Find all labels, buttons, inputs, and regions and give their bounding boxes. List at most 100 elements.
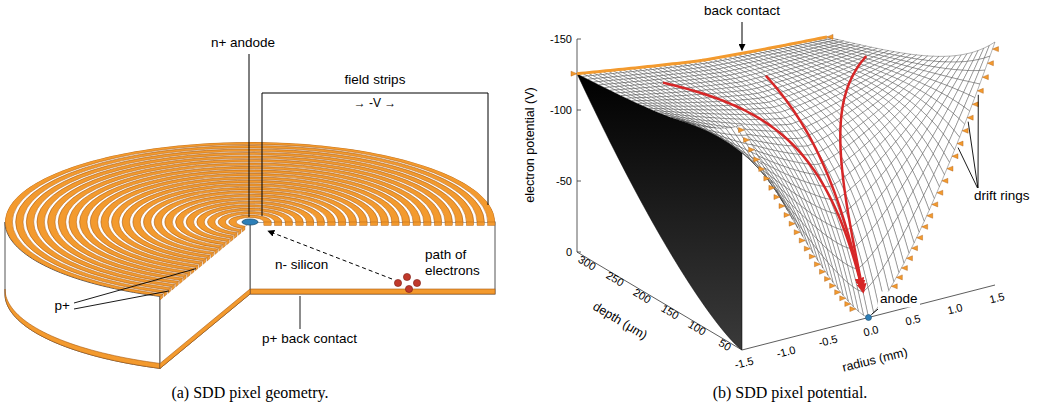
tick-label: -100 (550, 104, 572, 117)
tick-label: 250 (603, 269, 625, 289)
leader-arrow (742, 22, 743, 50)
strip-section (195, 265, 198, 271)
drift-ring-marker (891, 284, 897, 289)
field-strips (5, 142, 495, 302)
strip-section (180, 278, 183, 284)
mesh-cell (627, 98, 638, 101)
axis-title: depth (μm) (590, 299, 649, 343)
strip-gap (226, 214, 275, 230)
strip-section (183, 275, 186, 281)
drift-ring-marker (922, 224, 928, 229)
field-strips-label: field strips (345, 72, 406, 88)
strip-section (227, 239, 230, 245)
tick-label: -0.5 (818, 333, 839, 350)
drift-ring-marker (779, 204, 785, 209)
back-contact-marker (571, 71, 577, 76)
field-strip (176, 198, 325, 247)
drift-ring-marker (932, 202, 938, 207)
strip-section (445, 222, 452, 226)
electron-trajectory (766, 76, 862, 289)
strip-section (176, 281, 179, 287)
drift-ring-marker (982, 75, 988, 80)
drift-ring-marker (835, 290, 841, 295)
field-strip (16, 145, 485, 298)
strip-section (488, 222, 495, 226)
strip-gap (108, 176, 391, 269)
strip-section (413, 222, 420, 226)
strip-gap (204, 207, 296, 237)
implant-label: p+ (55, 298, 70, 314)
drift-ring-marker (962, 128, 968, 133)
bracket (262, 93, 488, 216)
mesh-cell (605, 87, 616, 90)
strip-section (215, 249, 218, 255)
tick-label: 1.5 (988, 290, 1006, 306)
mesh-cell (610, 90, 621, 93)
mesh-cell (594, 82, 605, 85)
axis-line (577, 39, 578, 252)
leader-line (978, 95, 979, 189)
tick-label: 200 (631, 286, 653, 306)
strip-section (381, 222, 388, 226)
strip-section (211, 252, 214, 258)
drift-rings-label: drift rings (972, 188, 1032, 204)
drift-ring-marker (977, 88, 983, 93)
back-contact-label: p+ back contact (262, 331, 357, 347)
drift-ring-marker (896, 275, 902, 280)
strip-section (402, 222, 409, 226)
field-strip (69, 163, 431, 281)
strip-section (360, 222, 367, 226)
drift-ring-marker (769, 185, 775, 190)
strip-section (466, 222, 473, 226)
mesh-cell (643, 106, 654, 109)
back-contact-line (577, 37, 827, 74)
drift-ring-marker (992, 47, 998, 52)
field-strip (197, 205, 303, 240)
axis-title: electron potential (V) (523, 87, 537, 202)
strip-section (187, 272, 190, 278)
drift-ring-marker (901, 266, 907, 271)
field-strip (80, 166, 421, 277)
strip-section (234, 233, 237, 239)
mesh-cell (817, 250, 828, 275)
strip-section (349, 222, 356, 226)
axis-tick (577, 39, 581, 40)
drift-ring-marker (972, 102, 978, 107)
back-contact-layer (160, 289, 250, 368)
field-strip (26, 149, 473, 295)
tick-label: 0.0 (862, 323, 880, 339)
strip-gap (183, 200, 317, 244)
electron-trajectory (840, 56, 866, 292)
drift-ring-marker (739, 128, 745, 133)
mesh-cell (762, 169, 773, 183)
bulk-label: n- silicon (275, 257, 328, 273)
strip-section (219, 246, 222, 252)
electron (405, 285, 412, 292)
tick-label: 1.0 (946, 301, 964, 317)
mesh-cell (747, 144, 758, 155)
strip-gap (172, 197, 328, 248)
mesh-cell (583, 76, 594, 79)
drift-ring-marker (912, 246, 918, 251)
field-strip (165, 194, 335, 250)
leader-line (249, 54, 250, 217)
electron (413, 279, 420, 286)
drift-ring-marker (809, 254, 815, 259)
leader-line (968, 122, 978, 189)
strip-section (370, 222, 377, 226)
field-strip (90, 170, 409, 274)
sdd-geometry (5, 54, 495, 368)
strip-section (434, 222, 441, 226)
field-strip (101, 173, 399, 270)
strip-gap (119, 179, 381, 265)
axis-tick (577, 252, 581, 253)
drift-ring-marker (830, 283, 836, 288)
cut-face (250, 222, 495, 294)
strip-section (264, 222, 271, 226)
drift-ring-marker (749, 147, 755, 152)
field-strip (58, 159, 441, 284)
electron-path-arrow (268, 231, 392, 279)
drift-ring-marker (927, 213, 933, 218)
leader-line (872, 309, 879, 315)
strip-gap (34, 151, 467, 292)
